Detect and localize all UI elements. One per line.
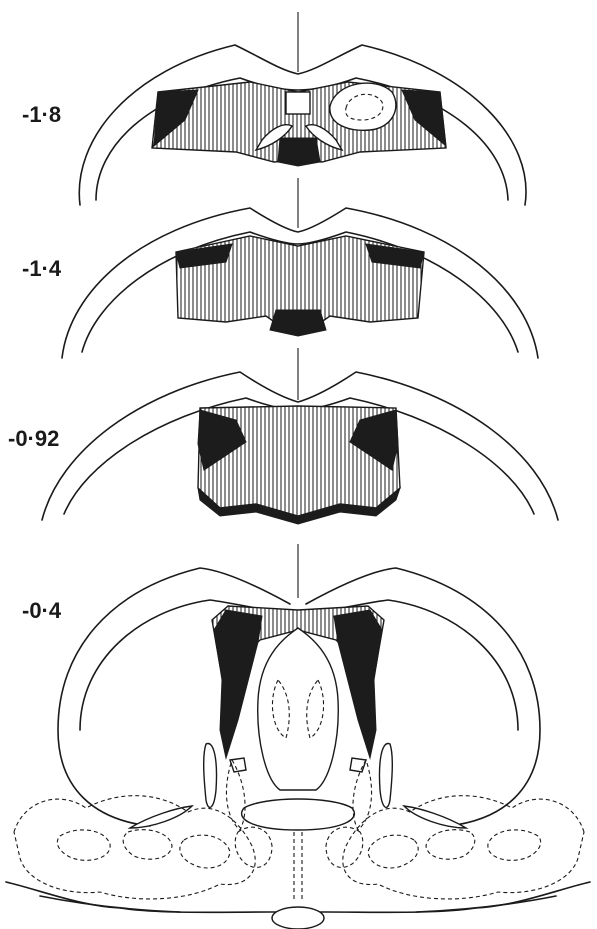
section-4-left-tract [130,806,192,828]
section-1-midline-structure [286,92,310,114]
section-2-label: -1·4 [22,256,62,281]
section-4-lesion-left-dense [214,610,262,758]
section-4-dashed-region-right-outer [343,796,584,899]
section-4-dashed-nucleus-l2 [123,830,172,860]
section-1-label: -1·8 [22,102,61,127]
section-2-lesion-center-dense [270,310,326,336]
section-4-dashed-nucleus-r2 [426,830,475,860]
section-4-optic-chiasm [272,907,324,929]
section-4-dashed-nucleus-l4 [235,827,272,867]
section-4-anterior-commissure [242,799,355,830]
section-1-lesion-center-dense [278,138,320,166]
section-2: -1·4 [22,178,538,358]
section-3-label: -0·92 [8,426,59,451]
section-4-left-hemisphere [58,568,290,826]
section-4-dashed-nucleus-r3 [368,835,418,868]
section-1: -1·8 [22,12,526,205]
section-4-right-small-box [350,758,366,772]
section-4-dashed-nucleus-r4 [326,827,363,867]
section-4-label: -0·4 [22,598,62,623]
section-4-dashed-nucleus-l1 [57,830,110,860]
section-4-right-hemisphere [306,568,540,826]
section-4-dashed-nucleus-l3 [180,835,230,868]
section-4-lesion-right-dense [334,610,382,758]
section-4: -0·4 [6,544,590,929]
section-4-left-capsule [204,743,217,807]
section-4-right-capsule [379,743,392,807]
section-4-dashed-region-left-outer [14,796,255,899]
section-3: -0·92 [8,348,558,524]
section-4-dashed-nucleus-r1 [488,830,541,860]
section-4-septum [258,628,339,790]
